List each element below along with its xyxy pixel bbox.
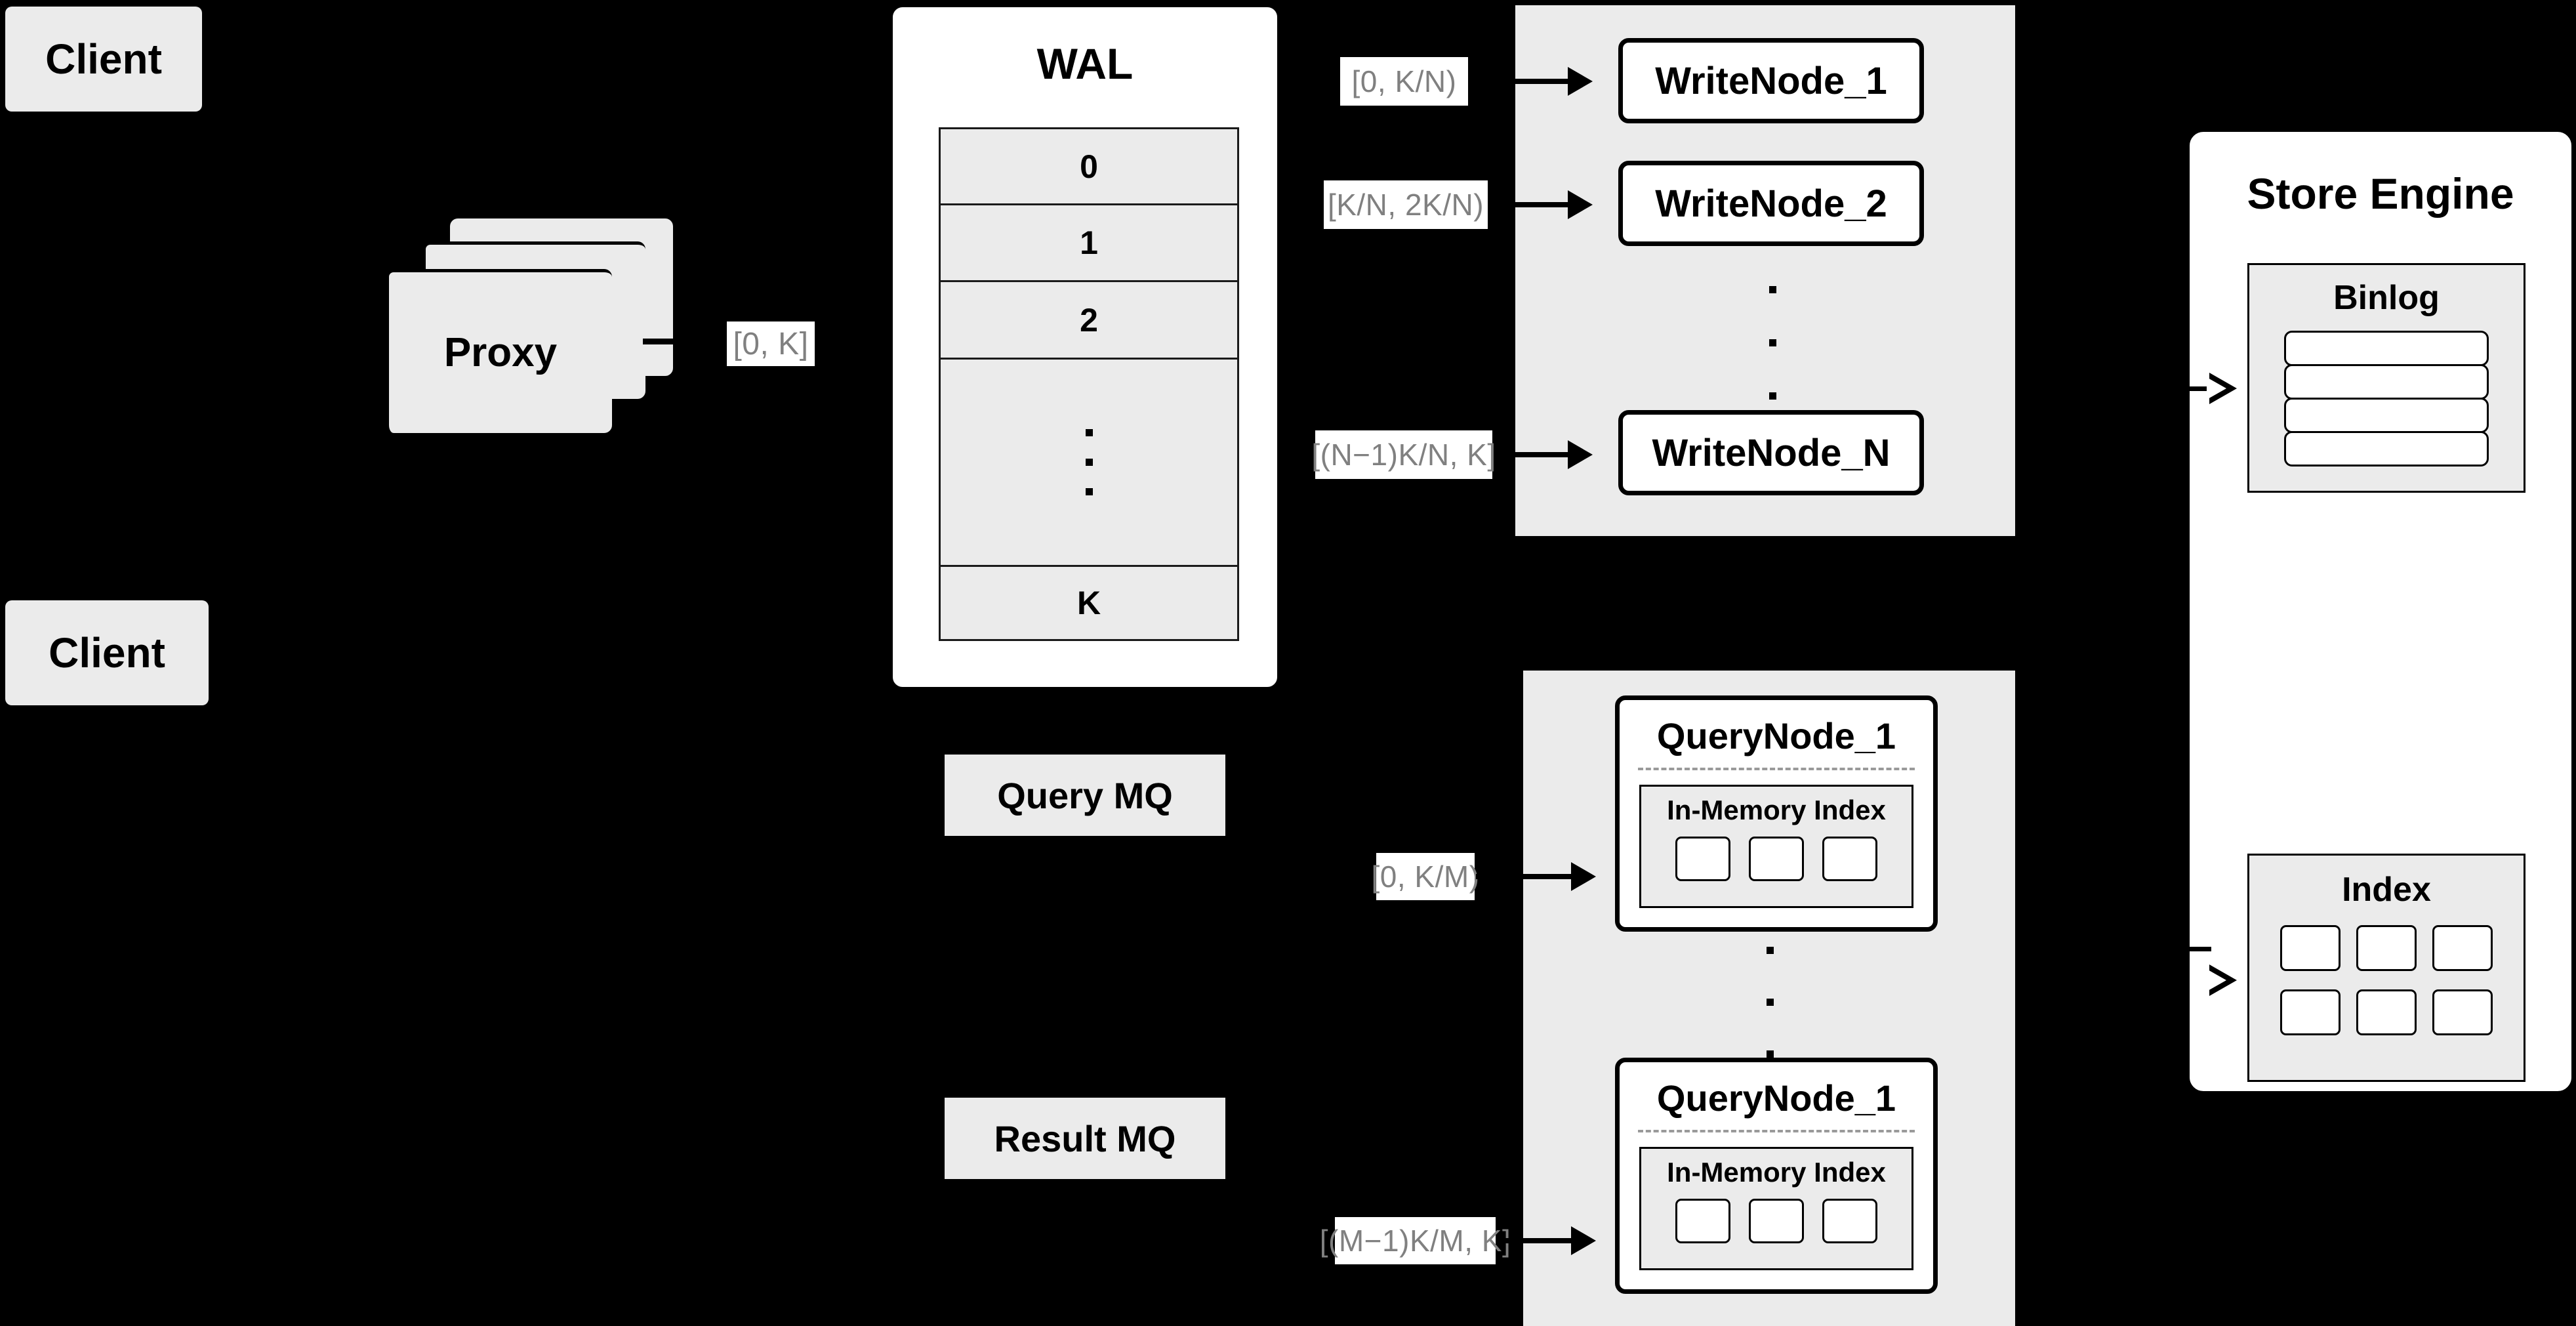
- index-cell-4[interactable]: [2280, 989, 2341, 1035]
- writenode-2-range-label: [K/N, 2K/N): [1327, 188, 1484, 222]
- wal-ellipsis-dots: [1085, 428, 1093, 495]
- querynode-1-arrow-line: [1476, 874, 1574, 879]
- index-arrow-line: [2175, 947, 2211, 951]
- proxy-label: Proxy: [443, 330, 558, 375]
- index-cell-5[interactable]: [2356, 989, 2417, 1035]
- writenode-2-card[interactable]: WriteNode_2: [1618, 161, 1924, 246]
- querynode-1-inmemory-index: In-Memory Index: [1639, 785, 1913, 908]
- writenode-n-label: WriteNode_N: [1652, 431, 1891, 474]
- wal-row-0[interactable]: 0: [941, 129, 1237, 206]
- proxy-card-front[interactable]: Proxy: [386, 269, 612, 433]
- wal-row-k[interactable]: K: [941, 567, 1237, 639]
- index-cell-1[interactable]: [2280, 925, 2341, 971]
- querynode-1-index-cell-2[interactable]: [1749, 837, 1804, 881]
- index-cell-3[interactable]: [2432, 925, 2493, 971]
- querynode-1-arrow-head: [1571, 862, 1596, 891]
- wal-row-label-1: 1: [1080, 224, 1098, 262]
- querynode-m-index-cell-2[interactable]: [1749, 1199, 1804, 1243]
- writenode-n-card[interactable]: WriteNode_N: [1618, 410, 1924, 495]
- querynode-m-card[interactable]: QueryNode_1 In-Memory Index: [1615, 1058, 1938, 1294]
- writenode-2-arrow-line: [1489, 202, 1571, 207]
- querynode-m-range-chip: [(M−1)K/M, K]: [1320, 1217, 1511, 1264]
- binlog-bar-4[interactable]: [2284, 431, 2489, 466]
- index-title: Index: [2342, 871, 2431, 909]
- wal-panel: WAL 0 1 2 K: [891, 5, 1279, 689]
- binlog-bar-2[interactable]: [2284, 364, 2489, 400]
- client-label-2: Client: [49, 629, 165, 676]
- writenode-n-range-chip: [(N−1)K/N, K]: [1311, 430, 1496, 479]
- querynode-m-arrow-line: [1498, 1238, 1574, 1243]
- writenode-2-range-chip: [K/N, 2K/N): [1324, 180, 1488, 229]
- querynode-m-title: QueryNode_1: [1656, 1077, 1896, 1119]
- index-cell-2[interactable]: [2356, 925, 2417, 971]
- querynode-m-index-cell-1[interactable]: [1675, 1199, 1730, 1243]
- querynode-m-range-label: [(M−1)K/M, K]: [1319, 1224, 1511, 1258]
- writenode-1-arrow-head: [1568, 67, 1593, 96]
- binlog-bar-3[interactable]: [2284, 398, 2489, 433]
- proxy-range-chip: [0, K]: [727, 321, 815, 366]
- binlog-bar-1[interactable]: [2284, 331, 2489, 366]
- wal-row-ellipsis: [941, 360, 1237, 567]
- writenode-1-arrow-line: [1473, 79, 1571, 84]
- writenode-n-range-label: [(N−1)K/N, K]: [1311, 438, 1496, 472]
- binlog-arrow-head: [2207, 373, 2237, 404]
- writenode-2-label: WriteNode_2: [1655, 182, 1887, 225]
- querynode-1-title: QueryNode_1: [1656, 715, 1896, 756]
- writenode-n-arrow-head: [1568, 440, 1593, 469]
- wal-row-label-0: 0: [1080, 148, 1098, 185]
- querynode-m-arrow-head: [1571, 1226, 1596, 1255]
- writenode-2-arrow-head: [1568, 190, 1593, 219]
- query-mq-box[interactable]: Query MQ: [945, 755, 1225, 836]
- querynode-1-index-cell-3[interactable]: [1822, 837, 1877, 881]
- client-label-1: Client: [45, 35, 162, 83]
- store-engine-title: Store Engine: [2247, 169, 2514, 218]
- querynode-m-index-title: In-Memory Index: [1667, 1157, 1886, 1188]
- writenode-n-arrow-line: [1494, 452, 1571, 457]
- query-mq-label: Query MQ: [997, 774, 1173, 816]
- query-cluster-ellipsis-dots: [1762, 945, 1778, 1060]
- index-arrow-head: [2207, 964, 2237, 996]
- querynode-m-inmemory-index: In-Memory Index: [1639, 1147, 1913, 1270]
- write-cluster-ellipsis-dots: [1765, 283, 1780, 402]
- binlog-arrow-line: [2175, 386, 2211, 391]
- writenode-1-range-label: [0, K/N): [1351, 64, 1457, 98]
- index-box: Index: [2247, 854, 2525, 1082]
- querynode-1-index-cell-1[interactable]: [1675, 837, 1730, 881]
- wal-title: WAL: [1036, 39, 1134, 88]
- store-engine-panel: Store Engine Binlog Index: [2188, 130, 2573, 1093]
- binlog-box: Binlog: [2247, 263, 2525, 493]
- wal-row-2[interactable]: 2: [941, 282, 1237, 360]
- wal-row-1[interactable]: 1: [941, 205, 1237, 283]
- wal-row-label-k: K: [1076, 584, 1101, 621]
- querynode-m-separator: [1638, 1130, 1915, 1132]
- wal-row-label-2: 2: [1080, 301, 1098, 339]
- client-box-2[interactable]: Client: [5, 600, 209, 705]
- index-cell-6[interactable]: [2432, 989, 2493, 1035]
- writenode-1-card[interactable]: WriteNode_1: [1618, 38, 1924, 123]
- client-box-1[interactable]: Client: [5, 7, 202, 112]
- wal-rows: 0 1 2 K: [939, 127, 1239, 641]
- querynode-1-range-label: [0, K/M): [1371, 860, 1480, 894]
- querynode-m-index-cell-3[interactable]: [1822, 1199, 1877, 1243]
- result-mq-label: Result MQ: [994, 1117, 1176, 1159]
- querynode-1-card[interactable]: QueryNode_1 In-Memory Index: [1615, 695, 1938, 932]
- binlog-title: Binlog: [2333, 279, 2440, 317]
- proxy-connector-nub: [643, 339, 673, 344]
- writenode-1-label: WriteNode_1: [1655, 59, 1887, 102]
- writenode-1-range-chip: [0, K/N): [1340, 57, 1468, 106]
- result-mq-box[interactable]: Result MQ: [945, 1098, 1225, 1179]
- querynode-1-separator: [1638, 768, 1915, 770]
- proxy-range-label: [0, K]: [733, 326, 809, 362]
- querynode-1-range-chip: [0, K/M): [1371, 853, 1479, 900]
- querynode-1-index-title: In-Memory Index: [1667, 795, 1886, 825]
